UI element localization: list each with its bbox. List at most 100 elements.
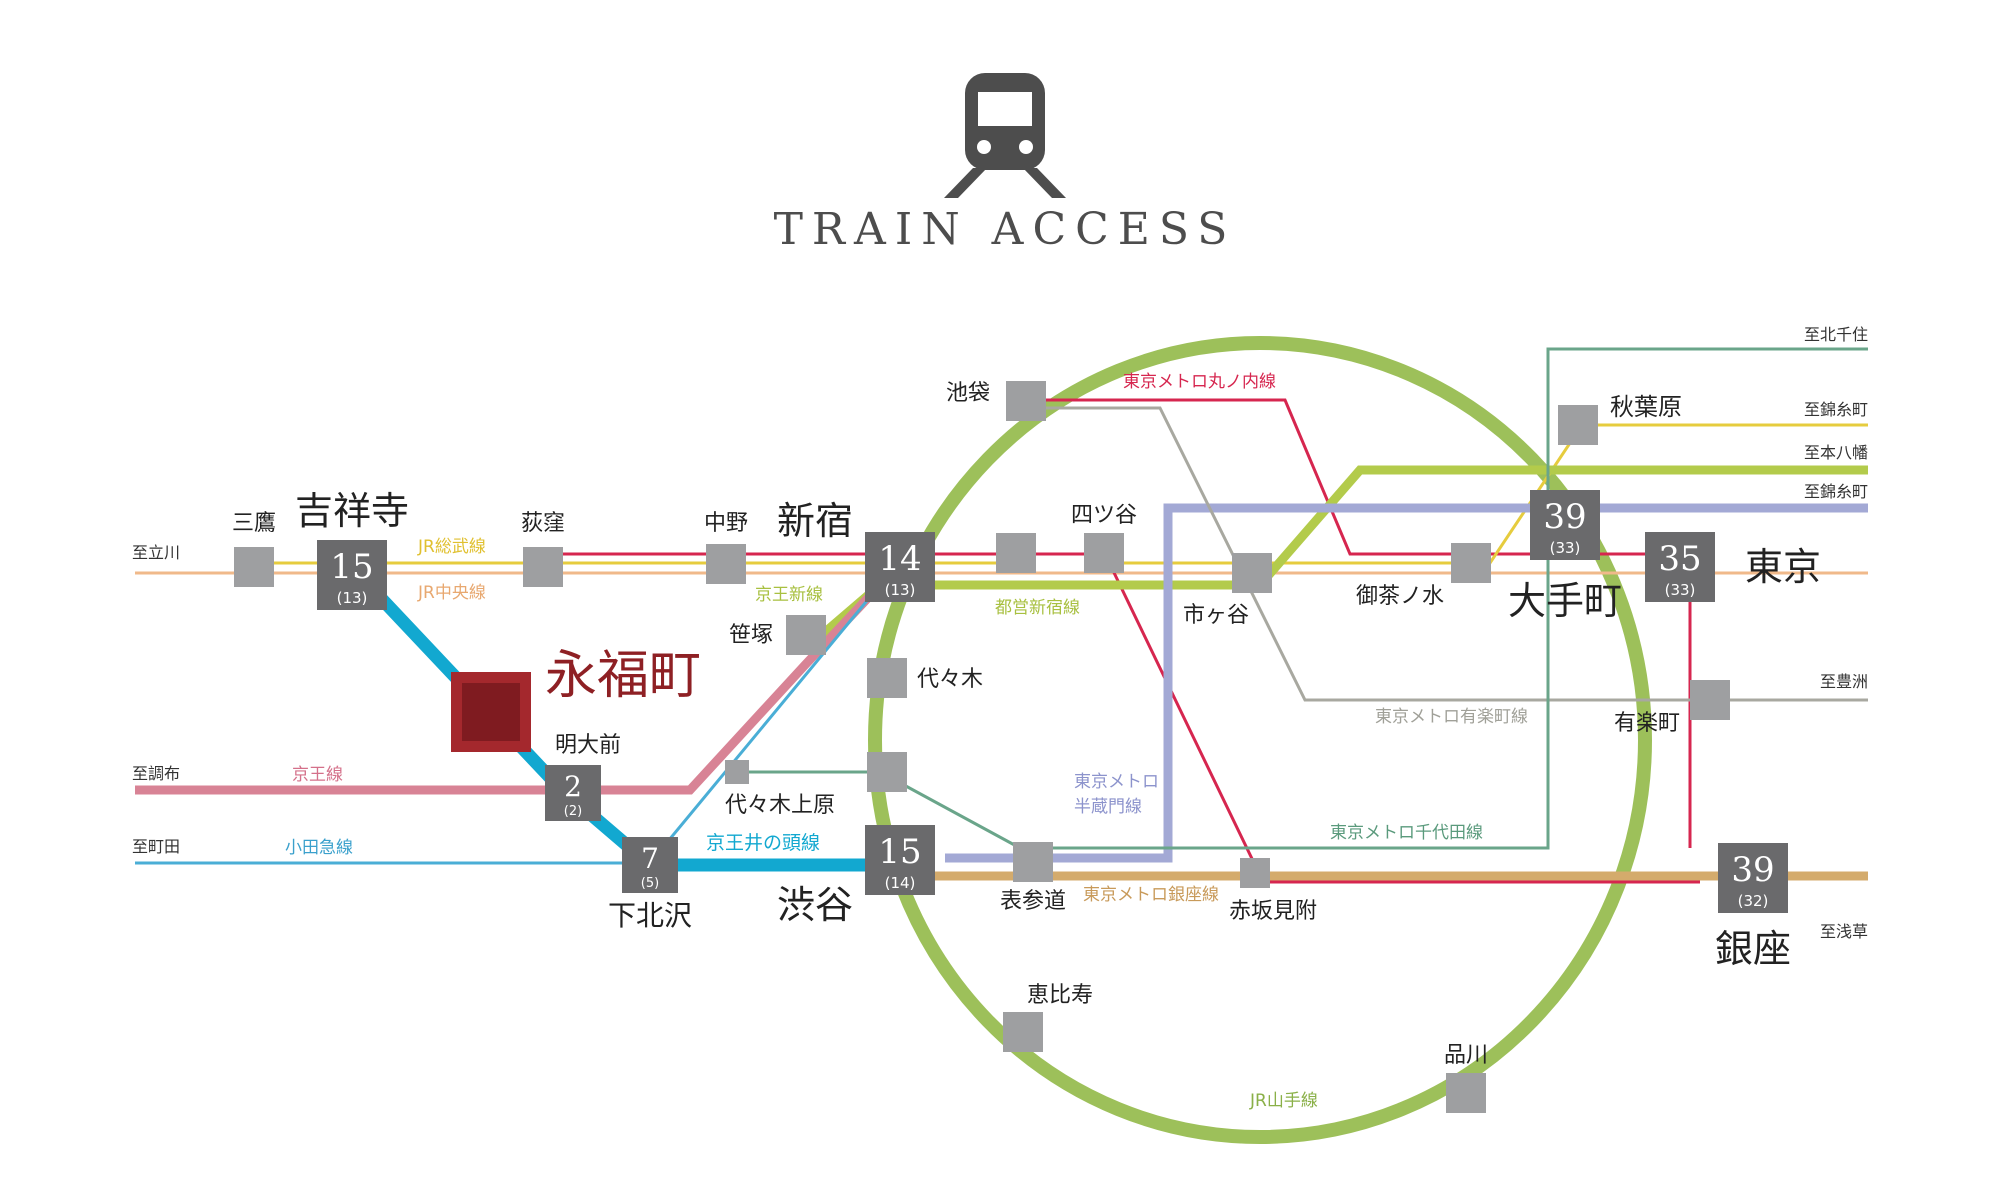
station-box-mitaka bbox=[234, 547, 274, 587]
time-shimokitazawa: 7 bbox=[641, 842, 659, 875]
direction-kinshicho-2: 至錦糸町 bbox=[1804, 482, 1868, 501]
station-box-sendagaya bbox=[996, 533, 1036, 573]
station-box-yoyogiuehara bbox=[725, 760, 749, 784]
station-box-nakano bbox=[706, 544, 746, 584]
station-box-yurakucho bbox=[1690, 680, 1730, 720]
station-box-omotesando bbox=[1013, 842, 1053, 882]
direction-motoyawata: 至本八幡 bbox=[1804, 443, 1868, 462]
station-yoyogi: 代々木 bbox=[917, 667, 983, 692]
station-ichigaya: 市ヶ谷 bbox=[1183, 603, 1249, 628]
station-box-akasakamitsuke bbox=[1240, 858, 1270, 888]
time-box-shibuya: 15 (14) bbox=[865, 825, 935, 895]
time-ginza: 39 bbox=[1731, 850, 1774, 890]
station-ginza: 銀座 bbox=[1715, 927, 1791, 971]
station-tokyo: 東京 bbox=[1745, 545, 1821, 589]
time-shimokitazawa-sub: (5) bbox=[641, 876, 659, 891]
station-box-ochanomizu bbox=[1451, 543, 1491, 583]
time-box-tokyo: 35 (33) bbox=[1645, 532, 1715, 602]
time-otemachi-sub: (33) bbox=[1550, 539, 1581, 557]
station-omotesando: 表参道 bbox=[1000, 889, 1066, 914]
station-ebisu: 恵比寿 bbox=[1027, 983, 1093, 1008]
label-marunouchi: 東京メトロ丸ノ内線 bbox=[1123, 372, 1276, 392]
station-yotsuya: 四ツ谷 bbox=[1071, 503, 1137, 528]
time-otemachi: 39 bbox=[1543, 497, 1586, 537]
time-kichijoji-sub: (13) bbox=[337, 589, 368, 607]
station-box-ichigaya bbox=[1232, 553, 1272, 593]
yamanote-line bbox=[868, 336, 1652, 1144]
label-chiyoda: 東京メトロ千代田線 bbox=[1330, 823, 1483, 843]
station-box-shinagawa bbox=[1446, 1073, 1486, 1113]
station-yurakucho: 有楽町 bbox=[1614, 711, 1680, 736]
direction-tachikawa: 至立川 bbox=[132, 543, 180, 562]
direction-kitasenju: 至北千住 bbox=[1804, 325, 1868, 344]
station-shinjuku: 新宿 bbox=[777, 499, 853, 543]
label-keio: 京王線 bbox=[292, 765, 343, 785]
station-box-sasazuka bbox=[786, 615, 826, 655]
label-jr-chuo: JR中央線 bbox=[417, 583, 486, 603]
keio-line bbox=[135, 581, 884, 795]
hanzomon-line bbox=[945, 503, 1868, 863]
direction-asakusa: 至浅草 bbox=[1820, 922, 1868, 941]
time-box-shinjuku: 14 (13) bbox=[865, 532, 935, 602]
station-ogikubo: 荻窪 bbox=[521, 511, 565, 536]
station-box-akihabara bbox=[1558, 405, 1598, 445]
jr-sobu-line-east bbox=[1100, 423, 1868, 565]
train-icon bbox=[944, 73, 1066, 198]
label-ginza: 東京メトロ銀座線 bbox=[1083, 885, 1219, 905]
time-box-otemachi: 39 (33) bbox=[1530, 490, 1600, 560]
station-shimokitazawa: 下北沢 bbox=[608, 899, 692, 932]
station-box-ikebukuro bbox=[1006, 381, 1046, 421]
time-tokyo-sub: (33) bbox=[1665, 581, 1696, 599]
station-akihabara: 秋葉原 bbox=[1610, 393, 1682, 421]
direction-toyosu: 至豊洲 bbox=[1820, 672, 1868, 691]
time-ginza-sub: (32) bbox=[1738, 892, 1769, 910]
station-nakano: 中野 bbox=[704, 511, 748, 536]
station-ikebukuro: 池袋 bbox=[946, 381, 990, 406]
time-shinjuku: 14 bbox=[878, 539, 921, 579]
station-akasakamitsuke: 赤坂見附 bbox=[1229, 899, 1317, 924]
label-hanzomon-1: 東京メトロ bbox=[1074, 772, 1159, 792]
direction-machida: 至町田 bbox=[132, 837, 180, 856]
station-yoyogiuehara: 代々木上原 bbox=[725, 793, 835, 818]
time-box-kichijoji: 15 (13) bbox=[317, 540, 387, 610]
time-meidaimae: 2 bbox=[564, 770, 582, 803]
station-ochanomizu: 御茶ノ水 bbox=[1356, 584, 1444, 609]
station-sasazuka: 笹塚 bbox=[729, 623, 773, 648]
label-hanzomon-2: 半蔵門線 bbox=[1074, 797, 1142, 817]
station-meidaimae: 明大前 bbox=[555, 733, 621, 758]
time-box-ginza: 39 (32) bbox=[1718, 843, 1788, 913]
station-shinagawa: 品川 bbox=[1444, 1043, 1488, 1068]
station-box-harajuku bbox=[867, 752, 907, 792]
time-shinjuku-sub: (13) bbox=[885, 581, 916, 599]
page-title: TRAIN ACCESS bbox=[774, 204, 1237, 255]
station-box-ogikubo bbox=[523, 547, 563, 587]
station-box-yoyogi bbox=[867, 658, 907, 698]
chiyoda-line bbox=[735, 347, 1868, 850]
time-meidaimae-sub: (2) bbox=[564, 804, 582, 819]
station-otemachi: 大手町 bbox=[1508, 579, 1622, 623]
time-box-shimokitazawa: 7 (5) bbox=[622, 837, 678, 893]
time-shibuya-sub: (14) bbox=[885, 874, 916, 892]
label-yamanote: JR山手線 bbox=[1249, 1091, 1318, 1111]
time-kichijoji: 15 bbox=[330, 547, 373, 587]
label-keio-inokashira: 京王井の頭線 bbox=[706, 832, 820, 854]
label-jr-sobu: JR総武線 bbox=[417, 537, 486, 557]
label-odakyu: 小田急線 bbox=[285, 838, 353, 858]
time-shibuya: 15 bbox=[878, 832, 921, 872]
direction-chofu: 至調布 bbox=[132, 764, 180, 783]
station-box-ebisu bbox=[1003, 1012, 1043, 1052]
time-tokyo: 35 bbox=[1658, 539, 1701, 579]
label-yurakucho: 東京メトロ有楽町線 bbox=[1375, 707, 1528, 727]
station-kichijoji: 吉祥寺 bbox=[295, 489, 409, 533]
label-keio-new: 京王新線 bbox=[755, 585, 823, 605]
station-box-yotsuya bbox=[1084, 533, 1124, 573]
direction-kinshicho-1: 至錦糸町 bbox=[1804, 400, 1868, 419]
home-station-name: 永福町 bbox=[545, 646, 701, 706]
station-mitaka: 三鷹 bbox=[232, 511, 276, 536]
time-box-meidaimae: 2 (2) bbox=[545, 765, 601, 821]
label-toei-shinjuku: 都営新宿線 bbox=[995, 598, 1080, 618]
marunouchi-line-north bbox=[1022, 398, 1692, 848]
home-station-box-inner bbox=[462, 683, 520, 741]
station-shibuya: 渋谷 bbox=[777, 883, 853, 927]
